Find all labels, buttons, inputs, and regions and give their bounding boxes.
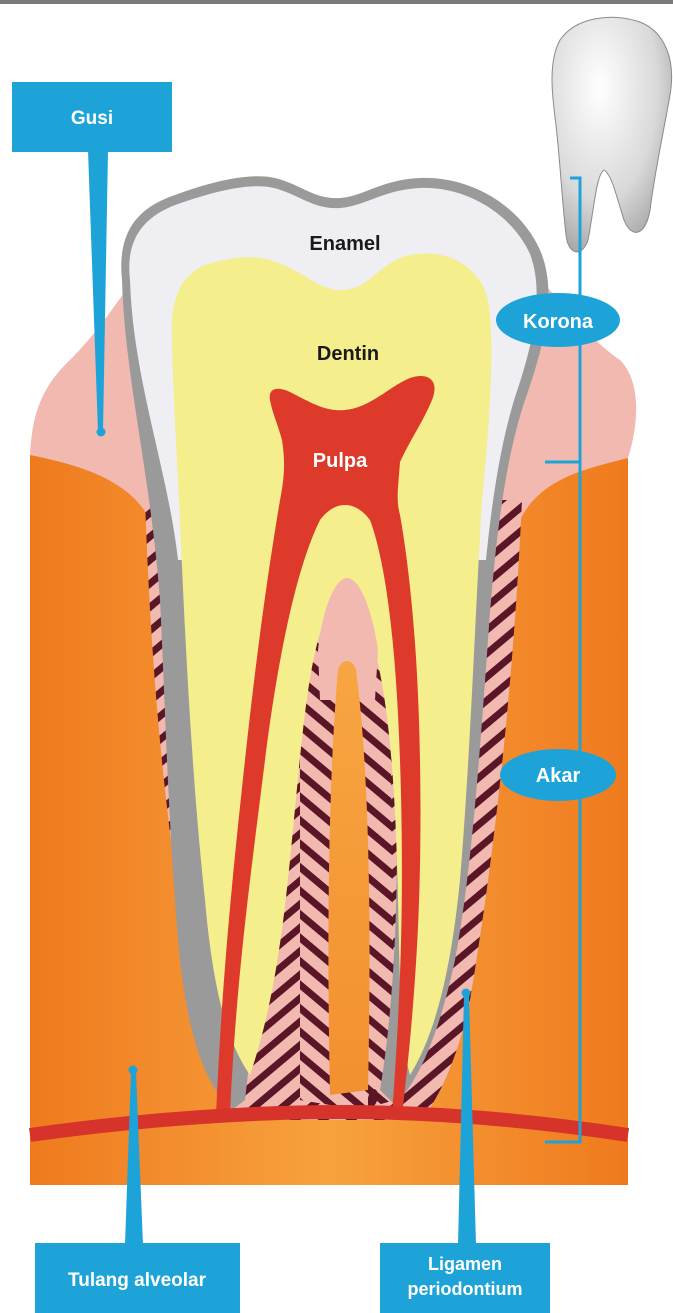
ligamen-pointer-dot <box>462 989 471 998</box>
dentin-label: Dentin <box>317 343 379 365</box>
korona-label: Korona <box>523 311 594 333</box>
gusi-label: Gusi <box>71 108 113 129</box>
akar-label: Akar <box>536 765 581 787</box>
pulpa-label: Pulpa <box>313 450 368 472</box>
ligamen-label-line2: periodontium <box>408 1279 523 1299</box>
tulang-pointer-dot <box>129 1066 138 1075</box>
ligamen-label-line1: Ligamen <box>428 1254 502 1274</box>
gusi-pointer-dot <box>97 428 106 437</box>
enamel-label: Enamel <box>309 233 380 255</box>
tooth-icon <box>552 17 672 252</box>
tulang-alveolar-label: Tulang alveolar <box>68 1270 207 1291</box>
